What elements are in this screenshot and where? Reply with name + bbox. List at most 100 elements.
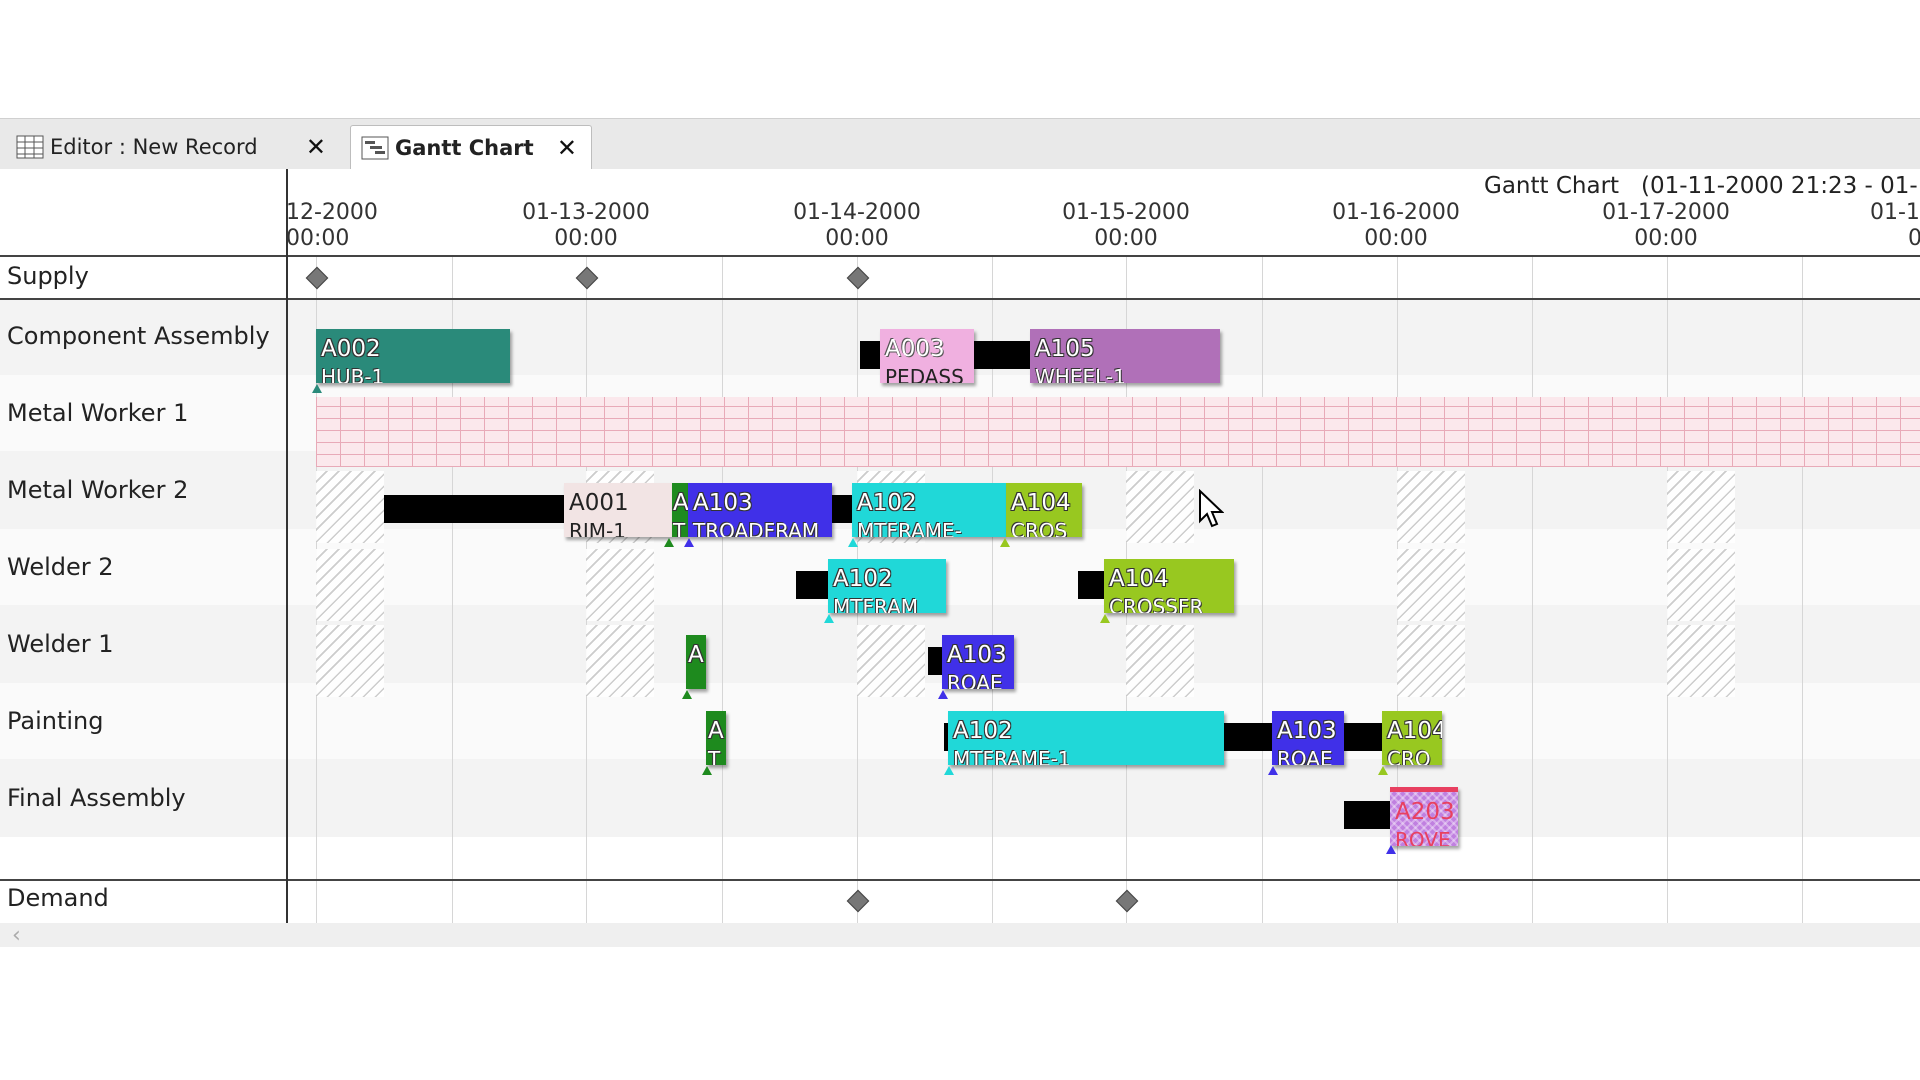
task-bar-a-small[interactable]: A xyxy=(686,635,706,689)
non-working-period xyxy=(1667,625,1735,697)
task-bar-a203[interactable]: A203 ROVE xyxy=(1390,787,1458,846)
demand-divider xyxy=(0,879,1920,881)
task-sub: ROAE xyxy=(1277,747,1333,765)
non-working-period xyxy=(586,549,654,621)
task-bar-a105[interactable]: A105 WHEEL-1 xyxy=(1030,329,1220,383)
demand-milestone[interactable] xyxy=(846,889,870,913)
close-icon[interactable]: ✕ xyxy=(305,133,326,161)
unavailable-period xyxy=(316,397,1920,467)
non-working-period xyxy=(857,625,925,697)
task-start-marker xyxy=(938,690,948,699)
task-start-marker xyxy=(702,766,712,775)
task-start-marker xyxy=(848,538,858,547)
task-start-marker xyxy=(944,766,954,775)
tab-editor-new-record[interactable]: Editor : New Record ✕ xyxy=(6,125,340,169)
task-bar-a103[interactable]: A103 TROADFRAM xyxy=(688,483,832,537)
task-sub: ROAE xyxy=(947,671,1003,689)
task-sub: MTFRAME-1 xyxy=(953,747,1071,765)
demand-milestone[interactable] xyxy=(1115,889,1139,913)
task-bar-a001[interactable]: A001 RIM-1 xyxy=(564,483,672,537)
task-sub: MTFRAME- xyxy=(857,519,962,537)
setup-bar xyxy=(832,495,852,523)
row-band xyxy=(0,759,1920,837)
non-working-period xyxy=(1667,549,1735,621)
task-id: A103 xyxy=(1277,718,1337,744)
table-grid-icon xyxy=(16,135,44,159)
scroll-left-icon[interactable]: ‹ xyxy=(12,923,21,947)
tab-bar: Editor : New Record ✕ Gantt Chart ✕ xyxy=(0,118,1920,170)
task-id: A104 xyxy=(1387,718,1442,744)
setup-bar xyxy=(796,571,828,599)
task-sub: TROADFRAM xyxy=(693,519,820,537)
task-bar-a102[interactable]: A102 MTFRAME-1 xyxy=(948,711,1224,765)
non-working-period xyxy=(1126,471,1194,543)
task-bar-a102[interactable]: A102 MTFRAME- xyxy=(852,483,1006,537)
task-sub: ROVE xyxy=(1395,828,1451,846)
setup-bar xyxy=(1078,571,1104,599)
task-id: A102 xyxy=(857,490,917,516)
task-bar-a104[interactable]: A104 CROS xyxy=(1006,483,1082,537)
row-label-component-assembly: Component Assembly xyxy=(7,322,270,350)
task-sub: CROSSFR xyxy=(1109,595,1204,613)
task-bar-a-small[interactable]: A T xyxy=(706,711,726,765)
row-label-metal-worker-1: Metal Worker 1 xyxy=(7,399,189,427)
task-sub: WHEEL-1 xyxy=(1035,365,1126,383)
setup-bar xyxy=(974,341,1030,369)
task-start-marker xyxy=(664,538,674,547)
header-divider xyxy=(0,255,1920,257)
task-start-marker xyxy=(1386,845,1396,854)
non-working-period xyxy=(1126,625,1194,697)
setup-bar xyxy=(1344,801,1390,829)
task-bar-a002[interactable]: A002 HUB-1 xyxy=(316,329,510,383)
tab-gantt-chart[interactable]: Gantt Chart ✕ xyxy=(350,125,592,170)
task-id: A xyxy=(688,642,704,668)
supply-milestone[interactable] xyxy=(575,266,599,290)
close-icon[interactable]: ✕ xyxy=(556,134,577,162)
task-sub: HUB-1 xyxy=(321,365,385,383)
non-working-period xyxy=(316,549,384,621)
row-label-metal-worker-2: Metal Worker 2 xyxy=(7,476,189,504)
chart-range: (01-11-2000 21:23 - 01- xyxy=(1640,173,1918,199)
tab-label: Editor : New Record xyxy=(50,135,258,159)
task-id: A104 xyxy=(1109,566,1169,592)
setup-bar xyxy=(860,341,880,369)
task-bar-a003[interactable]: A003 PEDASS xyxy=(880,329,974,383)
task-bar-a103[interactable]: A103 ROAE xyxy=(1272,711,1344,765)
supply-milestone[interactable] xyxy=(846,266,870,290)
task-sub: CROS xyxy=(1011,519,1068,537)
task-id: A xyxy=(673,490,688,516)
task-id: A105 xyxy=(1035,336,1095,362)
row-label-painting: Painting xyxy=(7,707,104,735)
task-id: A001 xyxy=(569,490,629,516)
task-start-marker xyxy=(1100,614,1110,623)
task-bar-a103[interactable]: A103 ROAE xyxy=(942,635,1014,689)
grid-line xyxy=(452,255,453,923)
task-sub: MTFRAM xyxy=(833,595,918,613)
non-working-period xyxy=(1397,625,1465,697)
task-bar-a102[interactable]: A102 MTFRAM xyxy=(828,559,946,613)
task-id: A103 xyxy=(693,490,753,516)
task-bar-a104[interactable]: A104 CROSSFR xyxy=(1104,559,1234,613)
non-working-period xyxy=(1667,471,1735,543)
task-id: A102 xyxy=(833,566,893,592)
row-label-welder-2: Welder 2 xyxy=(7,553,114,581)
task-bar-a104[interactable]: A104 CRO xyxy=(1382,711,1442,765)
horizontal-scrollbar[interactable]: ‹ xyxy=(0,923,1920,947)
tab-label: Gantt Chart xyxy=(395,136,534,160)
task-sub: CRO xyxy=(1387,747,1431,765)
gantt-chart: Gantt Chart (01-11-2000 21:23 - 01- 12-2… xyxy=(0,169,1920,947)
grid-line xyxy=(992,255,993,923)
setup-bar xyxy=(944,723,948,751)
row-label-final-assembly: Final Assembly xyxy=(7,784,186,812)
non-working-period xyxy=(586,625,654,697)
supply-milestone[interactable] xyxy=(305,266,329,290)
task-bar-a-small[interactable]: A T xyxy=(672,483,688,537)
task-sub: T xyxy=(708,747,721,765)
non-working-period xyxy=(316,471,384,543)
